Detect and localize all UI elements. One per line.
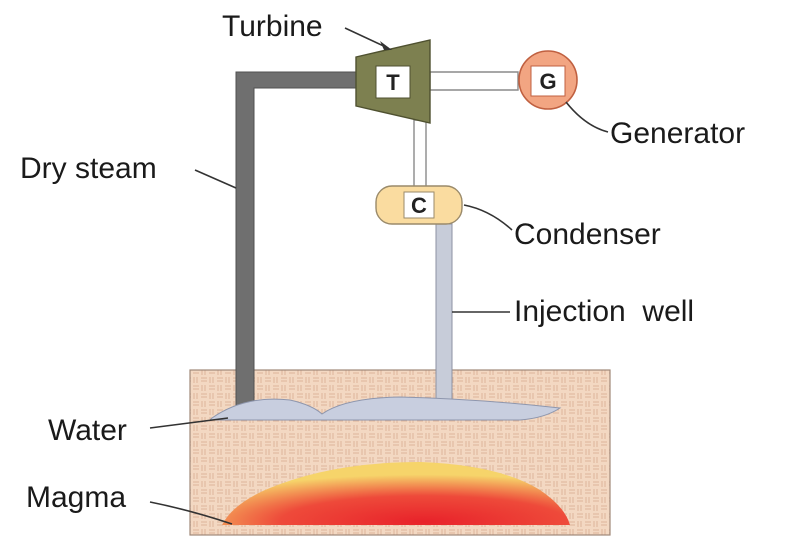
magma-leader (149, 501, 233, 525)
turbine-leader (344, 27, 389, 49)
turbine-condenser-pipe (413, 119, 427, 189)
generator-symbol-box (530, 65, 566, 97)
magma-label: Magma (26, 481, 126, 514)
turbine-symbol: T (386, 70, 400, 95)
condenser-symbol: C (411, 193, 427, 218)
water-layer (208, 396, 562, 421)
condenser-label: Condenser (514, 218, 661, 251)
injection-well-pipe (435, 223, 453, 411)
water-label: Water (48, 414, 127, 447)
turbine-symbol-box (375, 65, 411, 99)
turbine-arrow (380, 41, 392, 50)
magma-chamber (222, 462, 570, 525)
generator-label: Generator (610, 117, 745, 150)
injection-well-label: Injection well (514, 295, 694, 328)
condenser-symbol-box (403, 191, 435, 219)
dry-steam-leader (194, 169, 237, 189)
generator-symbol: G (539, 69, 556, 94)
dry-steam-label: Dry steam (20, 152, 157, 185)
water-leader (149, 417, 229, 429)
turbine-generator-shaft (429, 71, 519, 91)
condenser-leader (463, 204, 513, 231)
dry-steam-pipe (235, 71, 363, 411)
generator-leader (565, 101, 609, 133)
turbine-label: Turbine (222, 10, 323, 43)
